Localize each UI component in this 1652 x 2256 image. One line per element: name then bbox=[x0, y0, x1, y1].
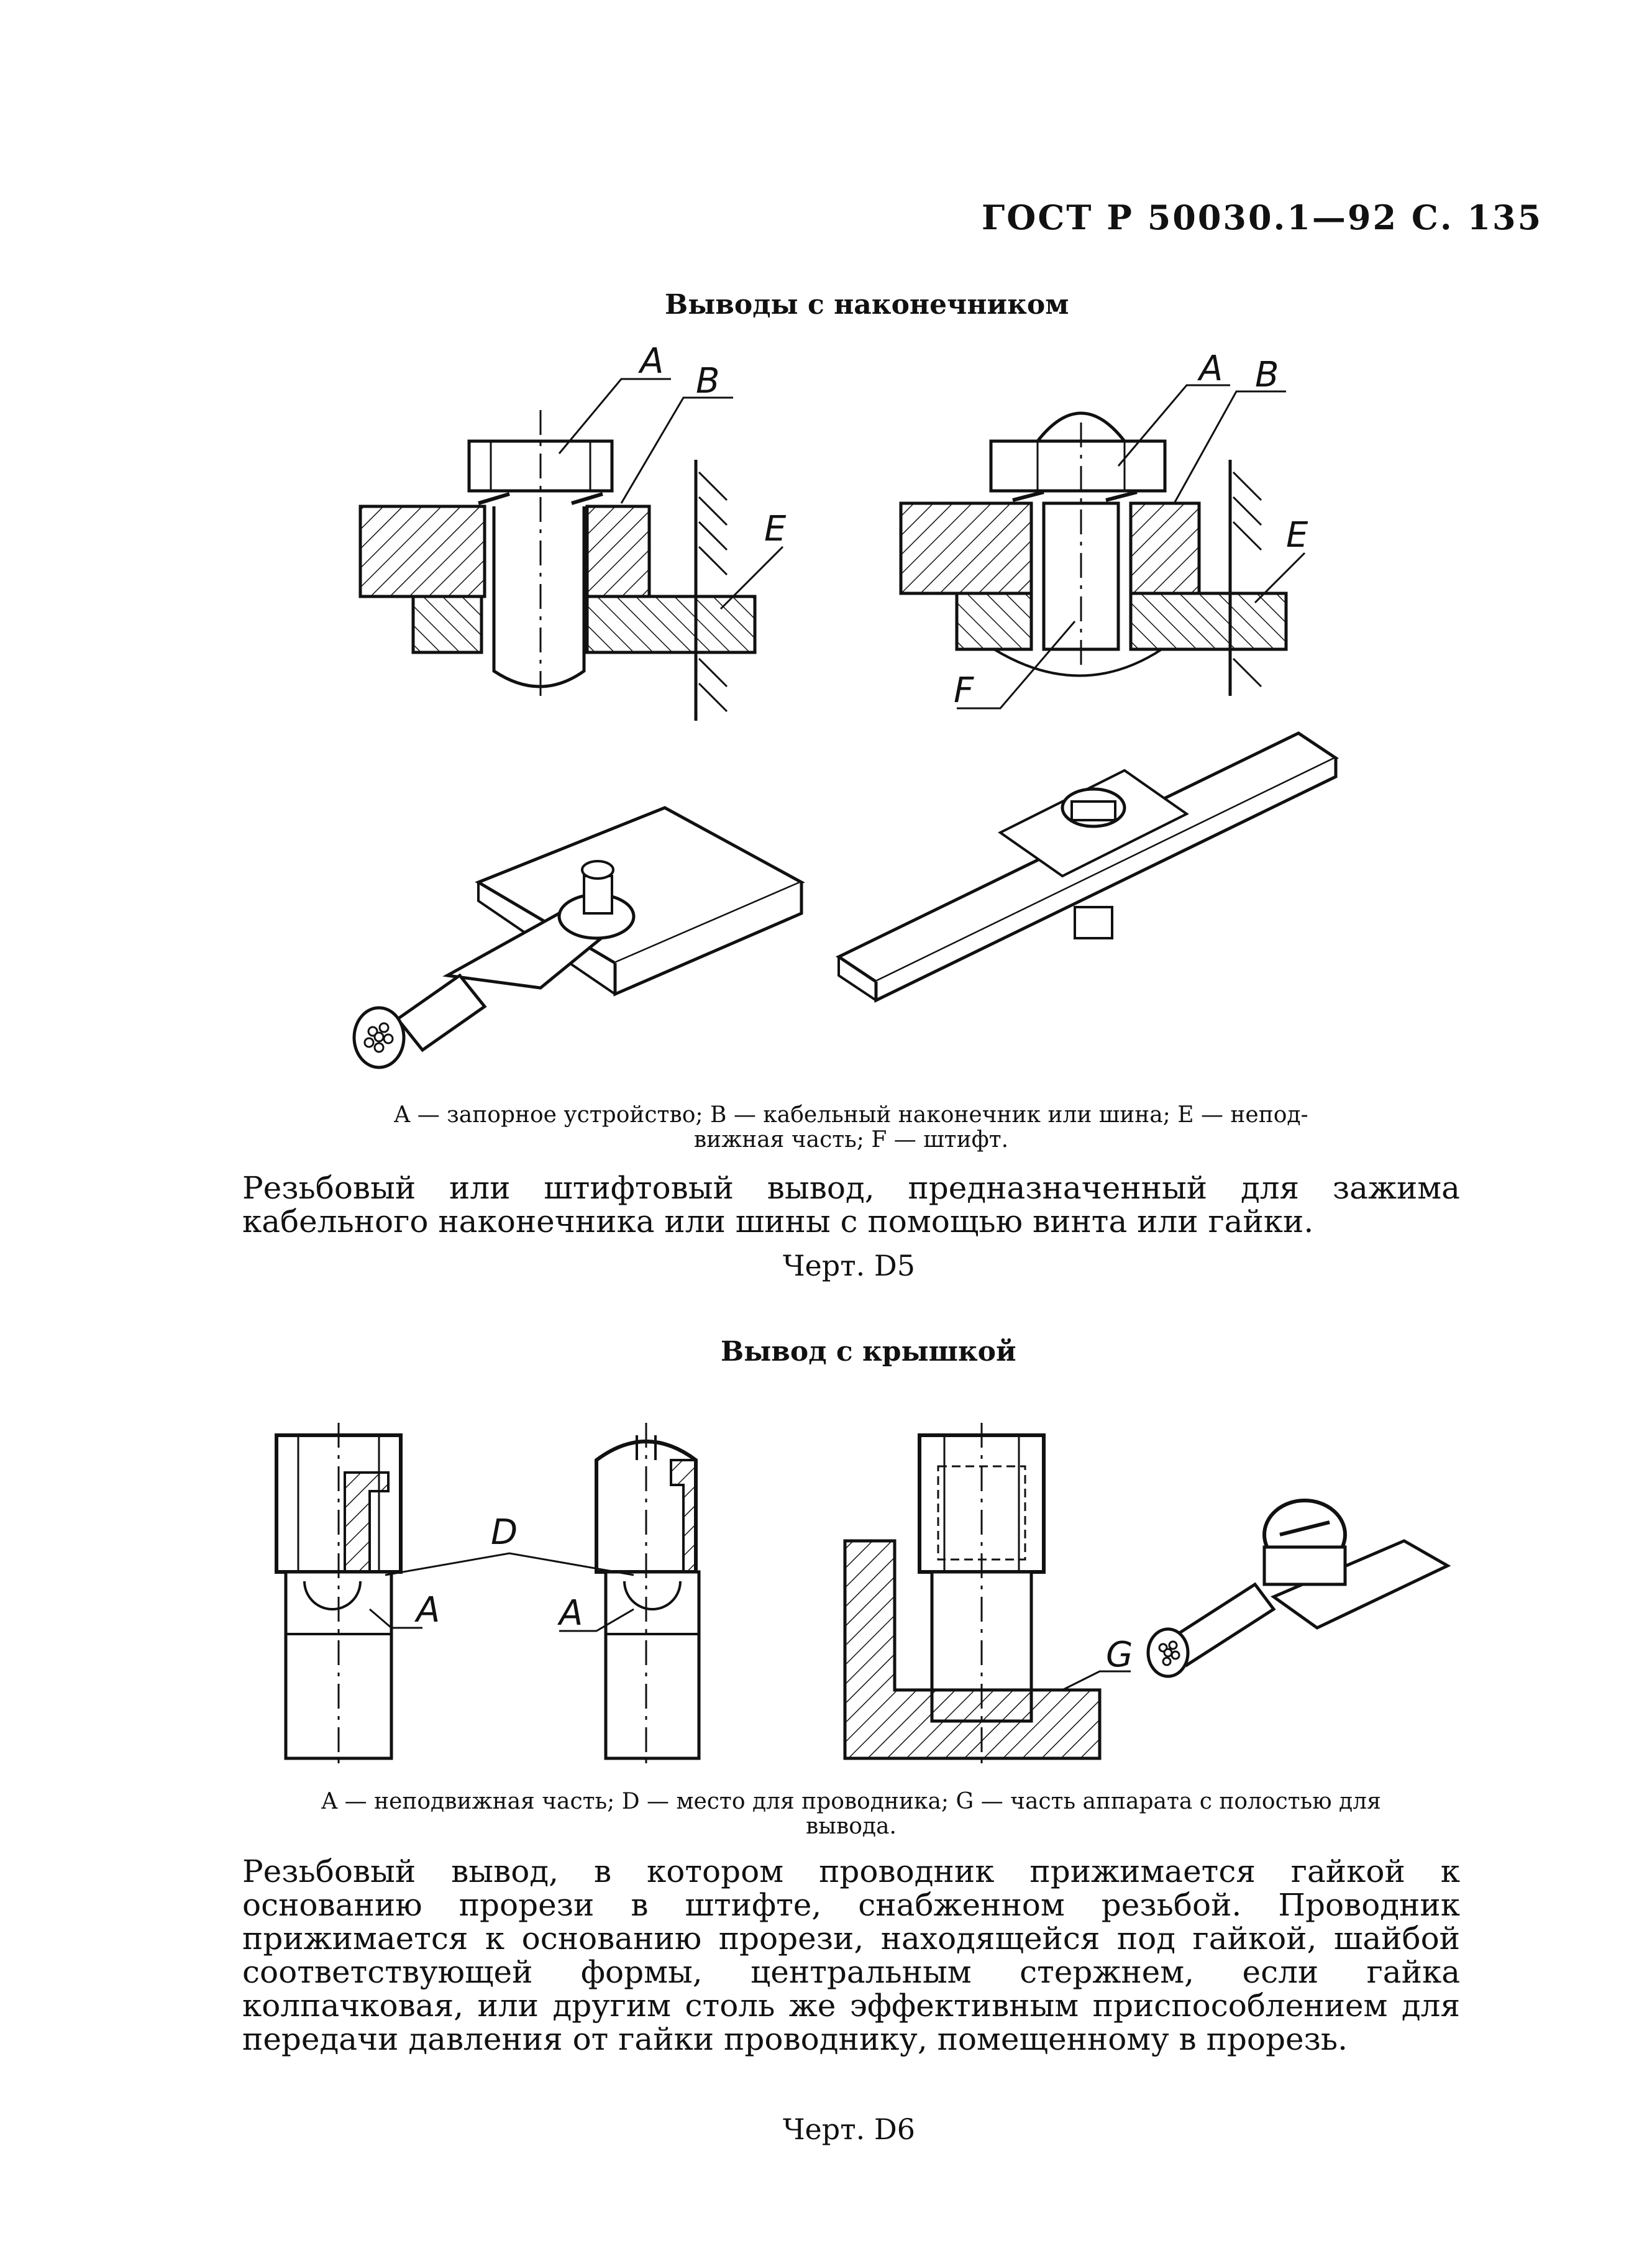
paragraph-terminals-with-lug: Резьбовый или штифтовый вывод, предназна… bbox=[242, 1170, 1460, 1240]
page-header: ГОСТ Р 50030.1—92 С. 135 bbox=[982, 198, 1543, 237]
label-a: A bbox=[638, 341, 664, 381]
label-a: A bbox=[414, 1590, 440, 1630]
figure-d5-bar-bolt-isometric bbox=[835, 731, 1339, 1003]
label-b: B bbox=[1255, 355, 1279, 395]
label-e: E bbox=[1286, 515, 1308, 555]
label-a: A bbox=[557, 1593, 583, 1633]
section-title-terminal-with-cap: Вывод с крышкой bbox=[721, 1336, 1016, 1368]
drawing-number-d6: Черт. D6 bbox=[783, 2112, 916, 2146]
label-a: A bbox=[1197, 349, 1223, 389]
drawing-number-d5: Черт. D5 bbox=[783, 1249, 916, 1282]
label-d: D bbox=[491, 1512, 518, 1553]
figure-d6-cap-terminals: D A A G bbox=[275, 1423, 1451, 1771]
label-g: G bbox=[1106, 1635, 1133, 1675]
label-f: F bbox=[954, 670, 974, 711]
figure-d5-pin-section: A B E F bbox=[899, 349, 1308, 711]
section-title-terminals-with-lug: Выводы с наконечником bbox=[665, 289, 1069, 321]
caption-line: A — неподвижная часть; D — место для про… bbox=[321, 1789, 1381, 1814]
cap-terminal-isometric bbox=[1146, 1499, 1451, 1678]
label-e: E bbox=[764, 509, 787, 549]
paragraph-terminal-with-cap: Резьбовый вывод, в котором проводник при… bbox=[242, 1853, 1460, 2057]
figure-d5-caption: A — запорное устройство; B — кабельный н… bbox=[329, 1103, 1373, 1153]
caption-line: вижная часть; F — штифт. bbox=[693, 1127, 1009, 1153]
cap-terminal-3 bbox=[843, 1423, 1102, 1771]
caption-line: A — запорное устройство; B — кабельный н… bbox=[394, 1102, 1308, 1128]
caption-line: вывода. bbox=[806, 1814, 897, 1839]
cap-terminal-2 bbox=[595, 1423, 701, 1771]
figure-d5-bolt-section: A B E bbox=[358, 341, 787, 721]
label-b: B bbox=[696, 361, 719, 401]
figure-d5-cable-lug-isometric bbox=[352, 806, 805, 1069]
figure-d6-caption: A — неподвижная часть; D — место для про… bbox=[242, 1789, 1460, 1839]
cap-terminal-1 bbox=[275, 1423, 403, 1771]
